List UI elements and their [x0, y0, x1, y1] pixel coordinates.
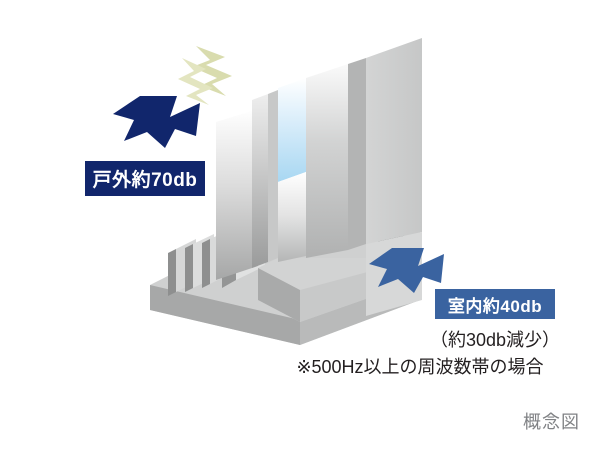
wall-panel-1 [216, 109, 258, 280]
indoor-noise-arrow [369, 248, 444, 293]
glass-window-panel [278, 78, 306, 182]
outdoor-noise-level-label: 戸外約70db [85, 161, 205, 196]
frequency-band-note: ※500Hz以上の周波数帯の場合 [296, 357, 544, 377]
sound-wave-bolt-icon [178, 46, 232, 105]
wall-panel-4 [348, 38, 422, 250]
noise-reduction-note: （約30db減少） [429, 330, 561, 350]
conceptual-diagram-caption: 概念図 [523, 412, 580, 432]
wall-panel-3 [278, 64, 348, 262]
wall-panel-2 [252, 90, 278, 268]
outdoor-noise-arrow [113, 96, 200, 148]
indoor-noise-level-label: 室内約40db [435, 289, 555, 319]
